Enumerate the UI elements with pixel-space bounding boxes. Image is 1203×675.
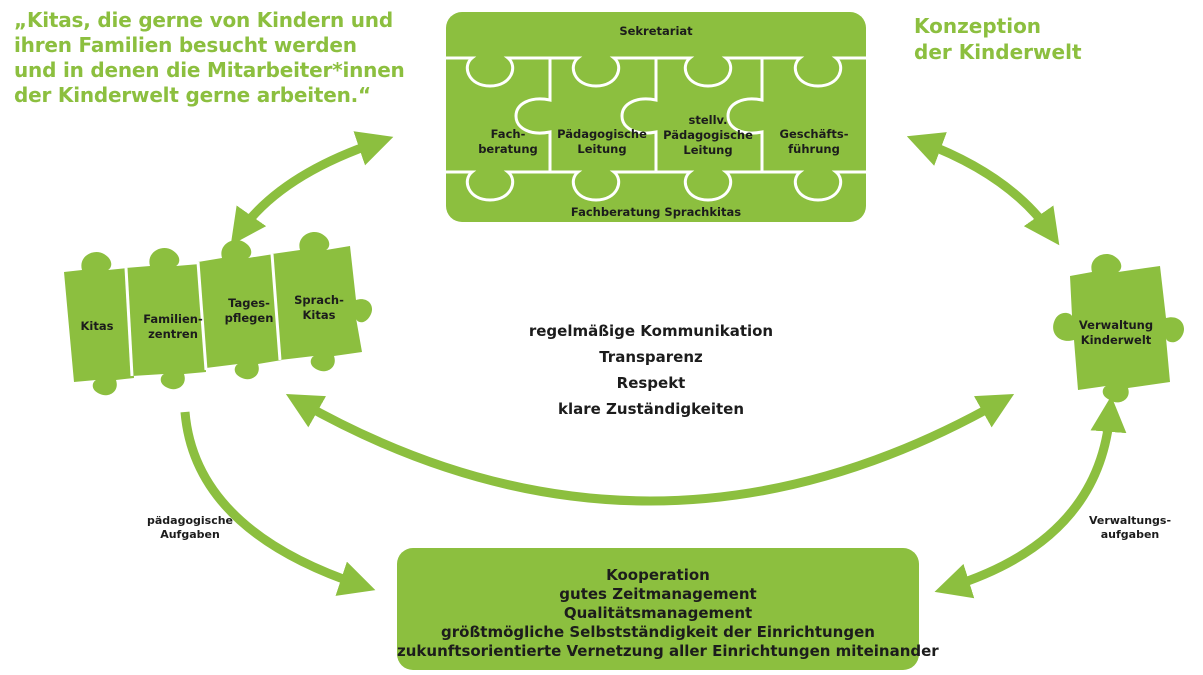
label-paedagogische-aufgaben: pädagogische Aufgaben — [146, 514, 234, 541]
bottom-box-line: gutes Zeitmanagement — [559, 585, 757, 603]
label-stellv-paedagogische-leitung: stellv. Pädagogische Leitung — [663, 113, 753, 157]
motto-line: der Kinderwelt gerne arbeiten.“ — [14, 83, 371, 107]
arrow-top-to-left — [230, 131, 394, 246]
arrow-right-to-bottom — [934, 395, 1127, 599]
label-kitas: Kitas — [80, 319, 114, 333]
motto-line: ihren Familien besucht werden — [14, 33, 357, 57]
label-geschaeftsfuehrung: Geschäfts- führung — [779, 127, 849, 156]
bottom-box-line: Qualitätsmanagement — [563, 604, 753, 622]
label-tagespflegen: Tages- pflegen — [224, 296, 274, 325]
center-value: klare Zuständigkeiten — [557, 400, 744, 418]
label-familienzentren: Familien- zentren — [143, 312, 203, 341]
puzzle-piece-familienzentren — [126, 247, 206, 390]
center-values: regelmäßige Kommunikation Transparenz Re… — [501, 318, 801, 422]
arrow-left-to-right-arc — [285, 394, 1015, 506]
left-puzzle-group — [64, 231, 373, 396]
konzeption-line: Konzeption — [914, 14, 1042, 38]
label-sprachkitas: Sprach- Kitas — [294, 293, 344, 322]
puzzle-piece-verwaltung — [1053, 253, 1185, 403]
label-paedagogische-leitung: Pädagogische Leitung — [557, 127, 647, 156]
motto-quote: „Kitas, die gerne von Kindern und ihren … — [14, 8, 414, 108]
puzzle-piece-kitas — [64, 251, 134, 396]
label-fachberatung: Fach- beratung — [478, 127, 538, 156]
motto-line: und in denen die Mitarbeiter*innen — [14, 58, 405, 82]
konzeption-heading: Konzeption der Kinderwelt — [914, 13, 1082, 65]
bottom-box — [397, 548, 919, 670]
arrow-top-to-right — [906, 132, 1060, 246]
center-value: Respekt — [616, 374, 686, 392]
label-fachberatung-sprachkitas: Fachberatung Sprachkitas — [570, 205, 742, 219]
arrow-left-to-bottom — [180, 411, 376, 596]
label-sekretariat: Sekretariat — [619, 24, 693, 38]
motto-line: „Kitas, die gerne von Kindern und — [14, 8, 393, 32]
bottom-box-line: zukunftsorientierte Vernetzung aller Ein… — [397, 642, 939, 660]
konzeption-line: der Kinderwelt — [914, 40, 1082, 64]
bottom-box-line: Kooperation — [606, 566, 710, 584]
label-verwaltung-kinderwelt: Verwaltung Kinderwelt — [1078, 318, 1154, 347]
bottom-box-text: Kooperation gutes Zeitmanagement Qualitä… — [397, 566, 939, 661]
puzzle-piece-tagespflegen — [198, 239, 282, 380]
top-puzzle-board — [446, 12, 866, 222]
center-value: regelmäßige Kommunikation — [528, 322, 774, 340]
label-verwaltungsaufgaben: Verwaltungs- aufgaben — [1088, 514, 1172, 541]
puzzle-piece-sprachkitas — [272, 231, 373, 372]
bottom-box-line: größtmögliche Selbstständigkeit der Einr… — [441, 623, 875, 641]
center-value: Transparenz — [599, 348, 703, 366]
